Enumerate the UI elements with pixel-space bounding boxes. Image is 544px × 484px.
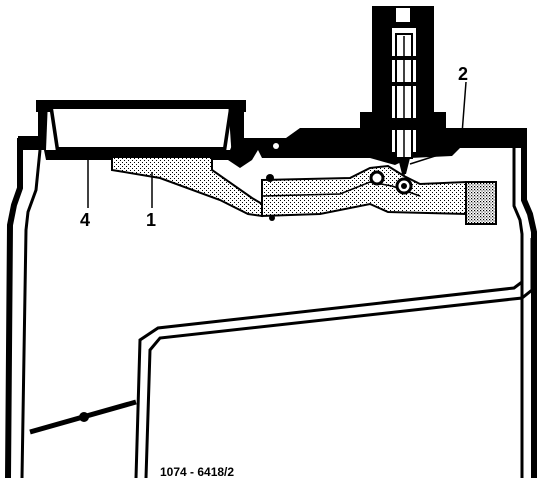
housing-right-wall <box>521 128 537 478</box>
pivot-pin-left <box>266 174 274 182</box>
label-part-1: 1 <box>146 210 156 230</box>
leader-line-2 <box>409 81 467 165</box>
housing-left-wall <box>5 138 23 479</box>
valve-needle-tip <box>398 158 410 174</box>
lever-end-block <box>465 181 497 225</box>
linkage-rod-joint <box>79 412 89 422</box>
valve-seat-flange <box>360 118 446 130</box>
float-chamber-cup-right-flange <box>228 100 244 160</box>
pivot-pin-lower <box>269 215 275 221</box>
figure-reference-number: 1074 - 6418/2 <box>160 465 234 479</box>
float-chamber-cup-inner <box>50 107 232 149</box>
overflow-pipe-outer <box>144 238 534 479</box>
housing-right-inner-wall <box>512 148 524 478</box>
lever-pivot <box>369 170 385 186</box>
needle-roller-inner <box>401 183 407 189</box>
valve-tower-cap-slot <box>396 8 410 22</box>
float-lever-arm <box>261 164 467 218</box>
cover-vent-hole <box>273 143 279 149</box>
overflow-pipe-inner <box>134 238 524 479</box>
float-chamber-cup-left-flange <box>38 100 48 150</box>
housing-left-inner-wall <box>20 149 42 479</box>
label-part-4: 4 <box>80 210 90 230</box>
float-base-plate <box>56 153 224 157</box>
label-part-2: 2 <box>458 64 468 84</box>
